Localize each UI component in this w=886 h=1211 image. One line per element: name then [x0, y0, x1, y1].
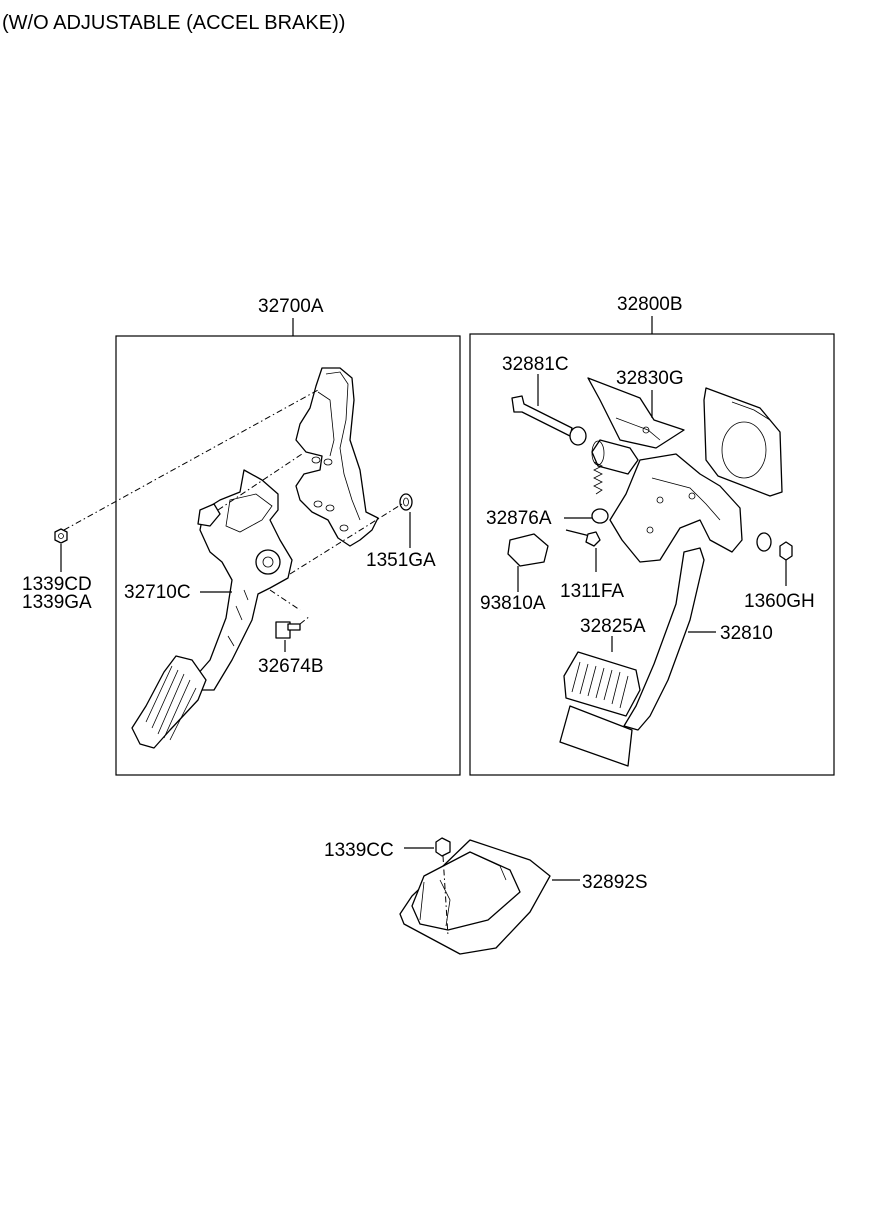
- label-1311fa: 1311FA: [560, 581, 624, 602]
- nut-1360gh: [756, 532, 793, 561]
- label-1351ga: 1351GA: [366, 550, 436, 571]
- label-32674b: 32674B: [258, 656, 324, 677]
- accel-pedal-group-box: [115, 335, 461, 776]
- stopper-32876a: [591, 508, 609, 524]
- label-93810a: 93810A: [480, 593, 546, 614]
- brake-pedal-pad: [563, 651, 641, 717]
- pivot-bushing: [591, 439, 639, 475]
- accel-pedal-bracket: [295, 367, 379, 547]
- brake-pedal-bracket: [609, 453, 743, 563]
- bolt-32881c: [511, 395, 587, 446]
- clip-1351ga: [399, 493, 413, 511]
- brake-pedal-arm: [623, 547, 705, 731]
- label-32892s: 32892S: [582, 872, 648, 893]
- nut-1339cc: [435, 837, 451, 857]
- stop-lamp-switch-93810a: [507, 533, 549, 567]
- label-1339cd: 1339CD: [22, 574, 92, 595]
- accel-pedal-pad: [131, 655, 207, 749]
- brake-pedal-base: [559, 705, 633, 767]
- diagram-title: (W/O ADJUSTABLE (ACCEL BRAKE)): [2, 12, 346, 34]
- label-32800b: 32800B: [617, 294, 683, 315]
- label-32810: 32810: [720, 623, 773, 644]
- return-spring: [593, 461, 603, 495]
- pedal-cover-32892s: [399, 839, 551, 955]
- nut-1339cd: [54, 528, 68, 544]
- label-32700a: 32700A: [258, 296, 324, 317]
- label-32876a: 32876A: [486, 508, 552, 529]
- label-32825a: 32825A: [580, 616, 646, 637]
- accel-pedal-arm: [195, 469, 293, 691]
- label-32830g: 32830G: [616, 368, 684, 389]
- label-1339ga: 1339GA: [22, 592, 92, 613]
- label-1360gh: 1360GH: [744, 591, 815, 612]
- label-1339cc: 1339CC: [324, 840, 394, 861]
- screw-1311fa: [565, 529, 601, 547]
- label-32710c: 32710C: [124, 582, 191, 603]
- bracket-32830g: [587, 377, 685, 449]
- label-32881c: 32881C: [502, 354, 569, 375]
- bolt-32674b: [275, 615, 311, 639]
- mounting-plate: [703, 387, 783, 497]
